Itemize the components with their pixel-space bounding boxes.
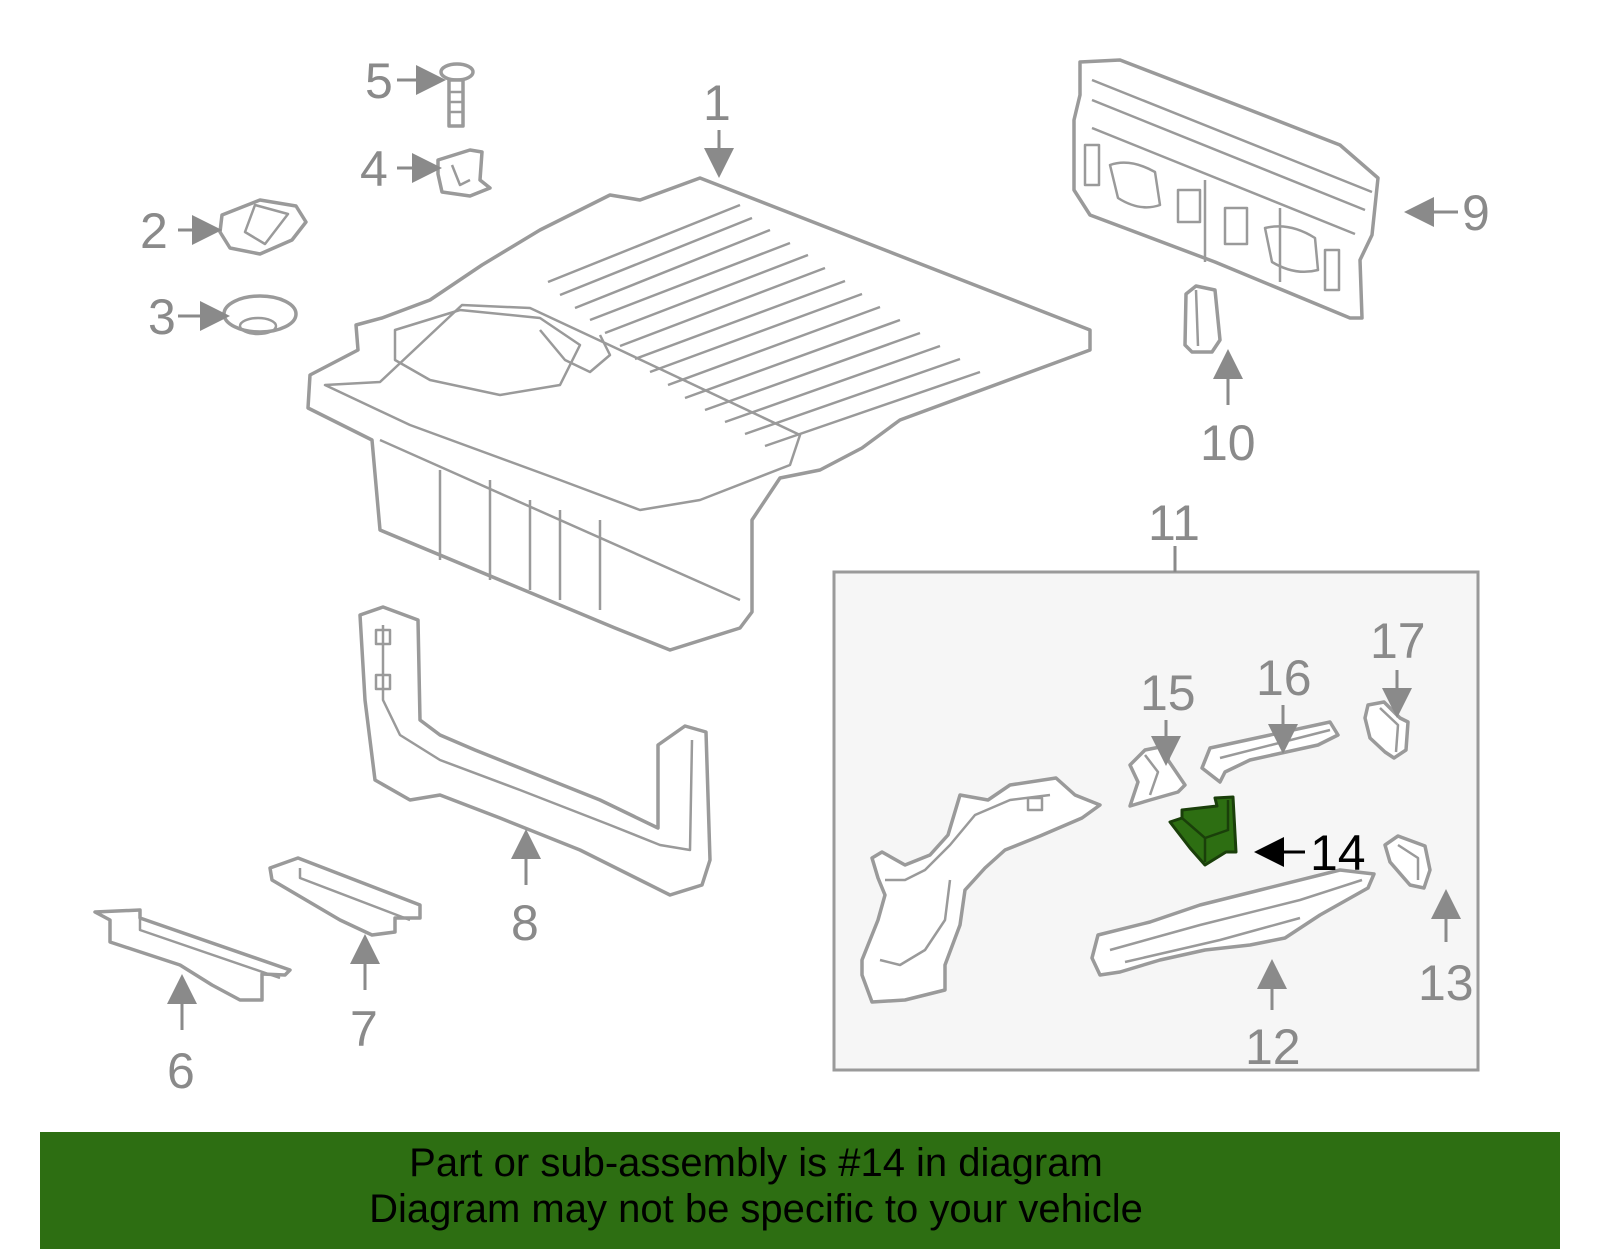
callout-3: 3: [148, 289, 176, 345]
callout-2: 2: [140, 203, 168, 259]
part-7-rail: [268, 856, 422, 937]
part-12-rail: [1090, 868, 1376, 977]
part-8-crossmember: [358, 605, 712, 897]
callout-arrows: [167, 65, 1461, 1030]
part-4-clip: [436, 148, 492, 198]
callout-13: 13: [1418, 955, 1474, 1011]
part-2-cap: [218, 198, 308, 256]
banner-line-1: Part or sub-assembly is #14 in diagram: [409, 1141, 1103, 1185]
callout-16: 16: [1256, 650, 1312, 706]
callout-10: 10: [1200, 415, 1256, 471]
callout-6: 6: [167, 1043, 195, 1099]
inset-side-rail: [860, 776, 1102, 1004]
part-1-floor-pan: [306, 176, 1092, 652]
callout-9: 9: [1462, 185, 1490, 241]
callout-1: 1: [703, 75, 731, 131]
callout-17: 17: [1370, 613, 1426, 669]
part-5-bolt: [439, 62, 475, 128]
part-3-grommet: [222, 294, 298, 336]
part-9-panel: [1072, 58, 1380, 320]
callout-7: 7: [350, 1001, 378, 1057]
callout-5: 5: [365, 53, 393, 109]
callout-15: 15: [1140, 665, 1196, 721]
callout-11: 11: [1148, 495, 1200, 551]
info-banner: Part or sub-assembly is #14 in diagram D…: [40, 1132, 1560, 1249]
part-14-bracket-highlighted: [1168, 795, 1238, 867]
callout-14: 14: [1310, 825, 1366, 881]
callout-12: 12: [1245, 1019, 1301, 1075]
part-13-bracket: [1383, 834, 1432, 890]
callout-8: 8: [511, 895, 539, 951]
part-10-bracket: [1183, 284, 1222, 354]
banner-line-2: Diagram may not be specific to your vehi…: [369, 1187, 1143, 1231]
callout-4: 4: [360, 141, 388, 197]
part-6-rail: [93, 908, 292, 1002]
